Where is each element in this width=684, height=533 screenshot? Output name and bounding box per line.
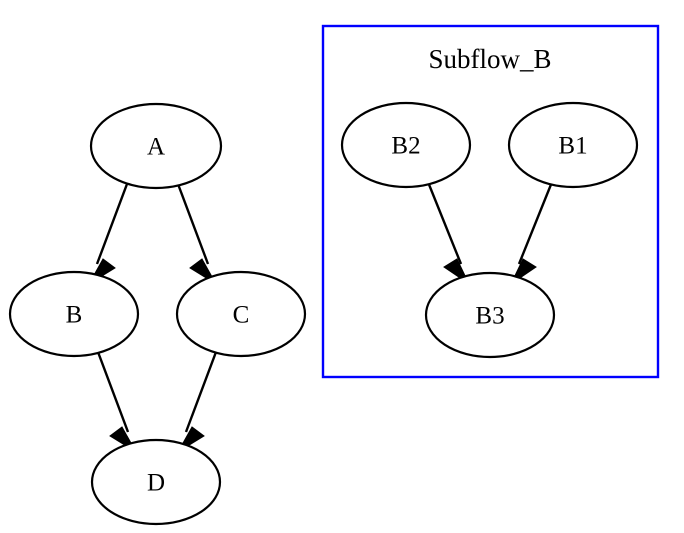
node-b3-shape	[424, 271, 556, 359]
node-d-shape	[90, 438, 222, 526]
edge-b-to-d-line	[96, 351, 130, 433]
node-d[interactable]: D	[90, 438, 222, 526]
node-a-shape	[89, 102, 223, 190]
edge-b1-to-b3-line	[517, 181, 554, 265]
node-c[interactable]: C	[175, 270, 307, 358]
node-b1[interactable]: B1	[507, 101, 639, 189]
edge-b2-to-b3[interactable]	[426, 181, 471, 286]
edge-b1-to-b3[interactable]	[509, 181, 554, 286]
node-c-shape	[175, 270, 307, 358]
edge-b-to-d[interactable]	[96, 351, 138, 454]
edge-a-to-c-line	[176, 183, 210, 265]
cluster-subflow-b[interactable]: Subflow_B	[321, 24, 660, 379]
node-b1-shape	[507, 101, 639, 189]
cluster-label-subflow-b: Subflow_B	[428, 44, 551, 74]
node-b2[interactable]: B2	[340, 101, 472, 189]
edge-a-to-b-line	[95, 183, 129, 265]
node-b[interactable]: B	[8, 270, 140, 358]
node-b-shape	[8, 270, 140, 358]
node-a[interactable]: A	[89, 102, 223, 190]
edge-c-to-d[interactable]	[176, 351, 218, 454]
edge-c-to-d-line	[184, 351, 218, 433]
node-b3[interactable]: B3	[424, 271, 556, 359]
node-b2-shape	[340, 101, 472, 189]
edge-b2-to-b3-line	[426, 181, 463, 265]
nodes-layer: A B C D B2 B1	[8, 101, 639, 526]
edge-a-to-c[interactable]	[176, 183, 218, 286]
cluster-border-rect	[321, 24, 660, 379]
edge-a-to-b[interactable]	[87, 183, 129, 286]
